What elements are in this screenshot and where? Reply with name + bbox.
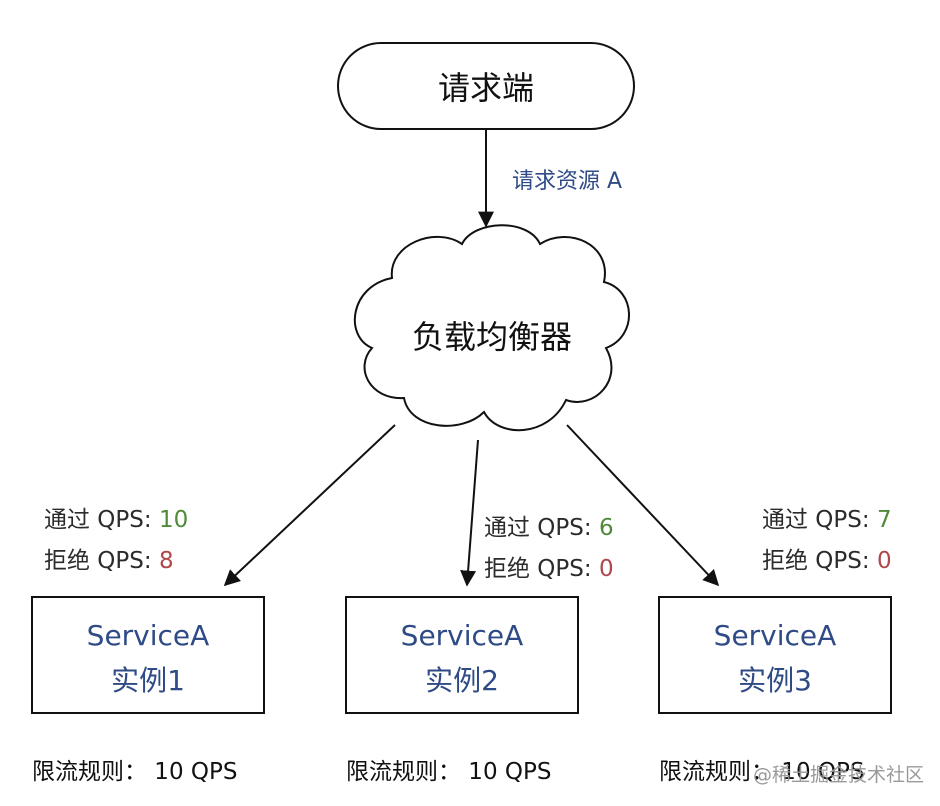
request-edge-label: 请求资源 A bbox=[512, 169, 622, 194]
instance-3-rule: 限流规则： 10 QPS bbox=[659, 759, 864, 785]
reject-value: 8 bbox=[159, 548, 174, 574]
client-label: 请求端 bbox=[438, 69, 534, 107]
instance-1-name: 实例1 bbox=[111, 664, 185, 697]
pass-label: 通过 QPS: bbox=[484, 515, 599, 541]
client-node: 请求端 bbox=[337, 42, 635, 130]
instance-1-reject: 拒绝 QPS: 8 bbox=[44, 548, 174, 574]
load-balancer-node: 负载均衡器 bbox=[353, 224, 630, 432]
cloud-shape bbox=[353, 224, 630, 432]
instance-2-pass: 通过 QPS: 6 bbox=[484, 515, 614, 541]
instance-1-service: ServiceA bbox=[87, 619, 210, 652]
arrow-to-instance-3 bbox=[566, 424, 720, 587]
pass-label: 通过 QPS: bbox=[44, 507, 159, 533]
reject-label: 拒绝 QPS: bbox=[484, 556, 599, 582]
instance-3-pass: 通过 QPS: 7 bbox=[762, 507, 892, 533]
instance-3-service: ServiceA bbox=[714, 619, 837, 652]
instance-2-rule: 限流规则： 10 QPS bbox=[346, 759, 551, 785]
request-edge: 请求资源 A bbox=[478, 129, 622, 228]
pass-value: 7 bbox=[877, 507, 892, 533]
instance-2-node: ServiceA 实例2 bbox=[345, 596, 579, 714]
instance-1-rule: 限流规则： 10 QPS bbox=[32, 759, 237, 785]
instance-2-name: 实例2 bbox=[425, 664, 499, 697]
instance-1-pass: 通过 QPS: 10 bbox=[44, 507, 188, 533]
instance-1-box bbox=[31, 596, 265, 714]
instance-3-name: 实例3 bbox=[738, 664, 812, 697]
pass-value: 10 bbox=[159, 507, 188, 533]
instance-2-reject: 拒绝 QPS: 0 bbox=[484, 556, 614, 582]
reject-label: 拒绝 QPS: bbox=[44, 548, 159, 574]
arrow-to-instance-1 bbox=[223, 424, 396, 587]
instance-2-service: ServiceA bbox=[401, 619, 524, 652]
reject-label: 拒绝 QPS: bbox=[762, 548, 877, 574]
instance-3-reject: 拒绝 QPS: 0 bbox=[762, 548, 892, 574]
instance-3-stats: 通过 QPS: 7 拒绝 QPS: 0 bbox=[762, 507, 892, 574]
load-balancer-label: 负载均衡器 bbox=[412, 318, 572, 356]
instance-1-node: ServiceA 实例1 bbox=[31, 596, 265, 714]
reject-value: 0 bbox=[599, 556, 614, 582]
watermark: @稀土掘金技术社区 bbox=[753, 764, 924, 786]
reject-value: 0 bbox=[877, 548, 892, 574]
arrow-to-instance-2 bbox=[460, 439, 479, 587]
instance-2-stats: 通过 QPS: 6 拒绝 QPS: 0 bbox=[484, 515, 614, 582]
instance-2-box bbox=[345, 596, 579, 714]
pass-value: 6 bbox=[599, 515, 614, 541]
instance-1-stats: 通过 QPS: 10 拒绝 QPS: 8 bbox=[44, 507, 188, 574]
pass-label: 通过 QPS: bbox=[762, 507, 877, 533]
instance-3-box bbox=[658, 596, 892, 714]
instance-3-node: ServiceA 实例3 bbox=[658, 596, 892, 714]
